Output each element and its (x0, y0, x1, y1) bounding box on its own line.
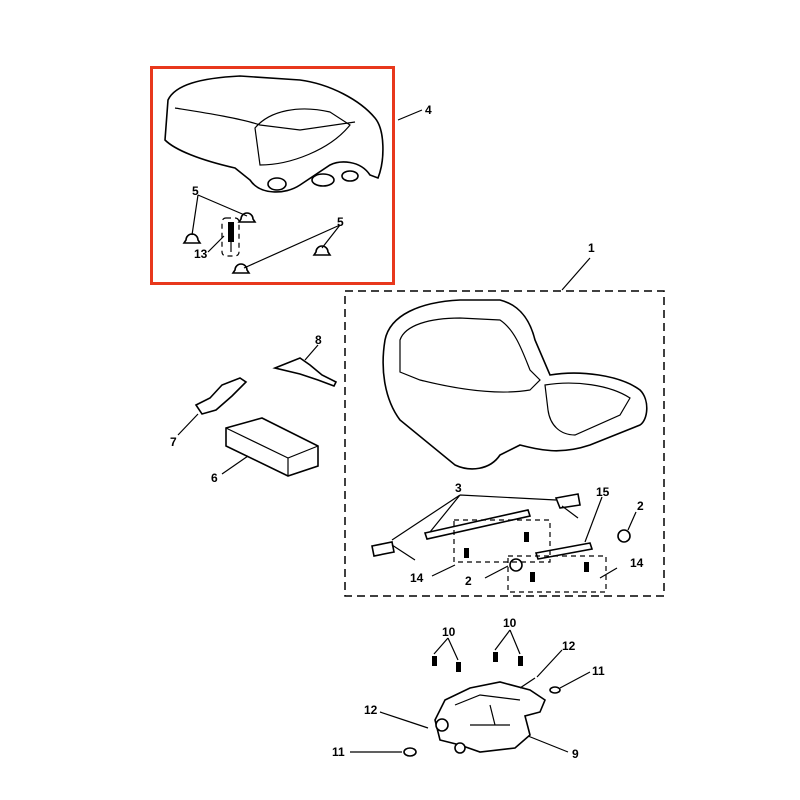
part-9-base[interactable] (434, 681, 546, 754)
front-seat[interactable] (382, 299, 648, 470)
callout-12a: 12 (562, 639, 576, 653)
rear-seat[interactable] (164, 75, 384, 193)
screws (464, 532, 589, 582)
callout-13: 13 (194, 247, 208, 261)
callout-7: 7 (170, 435, 177, 449)
callout-3: 3 (455, 481, 462, 495)
callout-6: 6 (211, 471, 218, 485)
callout-10a: 10 (442, 625, 456, 639)
knob-2b[interactable] (509, 558, 523, 572)
callout-8: 8 (315, 333, 322, 347)
part-8[interactable] (272, 357, 338, 388)
part-7[interactable] (194, 377, 248, 415)
callout-1: 1 (588, 241, 595, 255)
rubber-buffers (182, 212, 332, 274)
selection-highlight-box[interactable] (150, 66, 395, 285)
part-6[interactable] (225, 417, 319, 477)
callout-2b: 2 (465, 574, 472, 588)
part-3-rod[interactable] (423, 509, 532, 540)
callout-10b: 10 (503, 616, 517, 630)
callout-11b: 11 (332, 745, 345, 759)
callout-5a: 5 (192, 184, 199, 198)
callout-14a: 14 (410, 571, 424, 585)
bolts-10 (432, 652, 523, 672)
callout-9: 9 (572, 747, 579, 761)
callout-4: 4 (425, 103, 432, 117)
callout-12b: 12 (364, 703, 378, 717)
knob-2[interactable] (617, 529, 631, 543)
callout-2a: 2 (637, 499, 644, 513)
callout-15: 15 (596, 485, 610, 499)
callout-14b: 14 (630, 556, 644, 570)
callout-11a: 11 (592, 664, 605, 678)
callout-5b: 5 (337, 215, 344, 229)
